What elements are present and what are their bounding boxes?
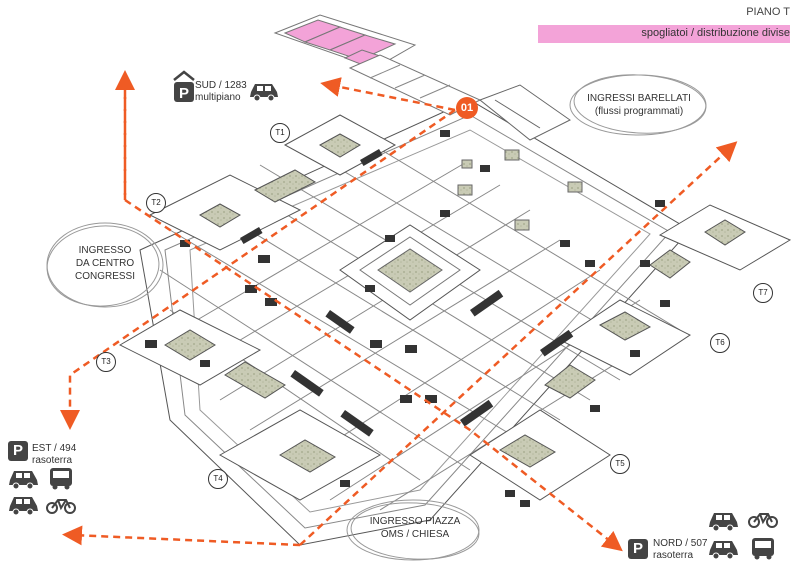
legend-label: spogliatoi / distribuzione divise — [641, 27, 790, 39]
annotation-ingresso-congressi: INGRESSO DA CENTRO CONGRESSI — [55, 244, 155, 283]
floor-label: PIANO T — [746, 6, 790, 18]
annotation-line: DA CENTRO — [75, 258, 135, 269]
annotation-line: INGRESSO PIAZZA — [369, 516, 461, 527]
parking-sud-label: SUD / 1283 multipiano — [195, 80, 247, 104]
flow-arrows — [60, 70, 738, 552]
annotation-line: OMS / CHIESA — [380, 529, 450, 540]
tower-label-t5: T5 — [610, 454, 630, 474]
transport-icons-est — [9, 468, 76, 516]
parking-nord-label: NORD / 507 rasoterra — [653, 538, 707, 562]
car-icon — [709, 541, 738, 560]
parking-nord-count: NORD / 507 — [653, 538, 708, 549]
parking-est-count: EST / 494 — [32, 443, 77, 454]
parking-sud-count: SUD / 1283 — [195, 80, 247, 91]
central-courtyard — [339, 224, 481, 321]
car-icon — [250, 84, 278, 102]
annotation-ellipses — [46, 74, 707, 561]
tower-label-t3: T3 — [96, 352, 116, 372]
upper-courtyards — [457, 149, 583, 231]
parking-est-label: EST / 494 rasoterra — [32, 443, 76, 467]
tower-label-t4: T4 — [208, 469, 228, 489]
tower-label-t1: T1 — [270, 123, 290, 143]
parking-sud-type: multipiano — [195, 92, 241, 103]
bus-icon — [752, 538, 774, 560]
spogliatoi-wing — [273, 14, 482, 116]
annotation-line: INGRESSO — [78, 245, 132, 256]
bus-icon — [50, 468, 72, 490]
tower-wings — [118, 114, 792, 501]
car-icon — [709, 513, 738, 532]
car-icon — [9, 497, 38, 516]
tower-label-t7: T7 — [753, 283, 773, 303]
legend-swatch — [538, 25, 790, 43]
entry-marker-01[interactable]: 01 — [456, 97, 478, 119]
car-icon — [9, 471, 38, 490]
parking-nord-type: rasoterra — [653, 550, 694, 561]
annotation-ingresso-piazza: INGRESSO PIAZZA OMS / CHIESA — [355, 515, 475, 541]
parking-est-type: rasoterra — [32, 455, 73, 466]
annotation-line: (flussi programmati) — [594, 106, 684, 117]
annotation-ingressi-barellati: INGRESSI BARELLATI (flussi programmati) — [578, 92, 700, 118]
tower-label-t6: T6 — [710, 333, 730, 353]
bike-icon — [748, 513, 778, 528]
annotation-line: CONGRESSI — [74, 271, 135, 282]
parking-sud: P — [172, 70, 196, 107]
parking-letter: P — [179, 85, 189, 102]
transport-icons-nord — [709, 513, 778, 560]
parking-icon: P — [628, 539, 648, 559]
service-blocks — [145, 130, 670, 507]
parking-icon: P — [8, 441, 28, 461]
upper-right-block — [479, 84, 571, 141]
bike-icon — [46, 499, 76, 514]
annotation-line: INGRESSI BARELLATI — [587, 93, 691, 104]
parking-icon: P — [173, 70, 195, 102]
tower-label-t2: T2 — [146, 193, 166, 213]
